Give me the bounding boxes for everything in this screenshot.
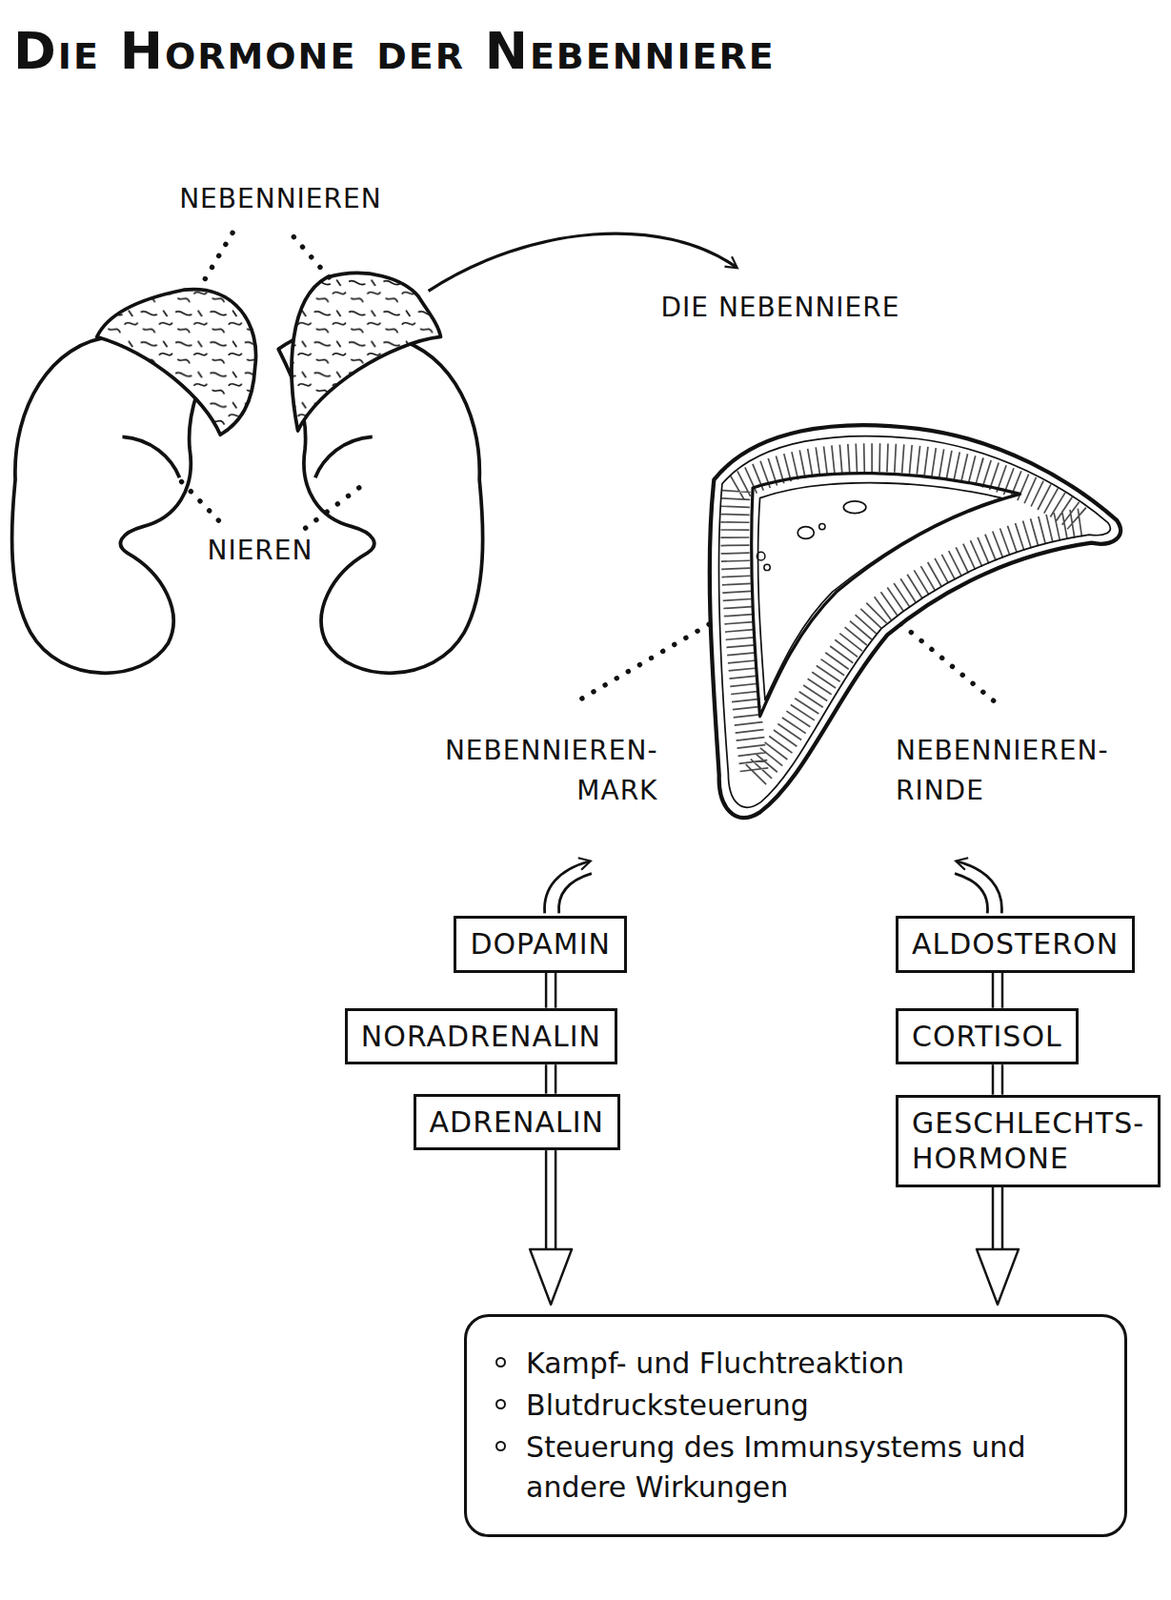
hormone-name: ALDOSTERON (911, 926, 1119, 963)
hormone-name: NORADRENALIN (361, 1018, 602, 1055)
part-label: NIEREN (173, 530, 347, 571)
hormone-name: DOPAMIN (469, 926, 611, 963)
hormone-name: CORTISOL (911, 1018, 1063, 1055)
hormone-name: GESCHLECHTS- HORMONE (911, 1105, 1145, 1177)
adrenal-texture (291, 273, 441, 431)
hormone-name: ADRENALIN (429, 1104, 605, 1141)
bullet-text: Blutdrucksteuerung (525, 1388, 809, 1422)
title: Die Hormone der Nebenniere (13, 20, 776, 81)
connector (992, 972, 1003, 1009)
bullet-item: Kampf- und Fluchtreaktion (493, 1343, 1098, 1384)
part-label: NEBENNIEREN- MARK (387, 730, 659, 811)
effects-box: Kampf- und FluchtreaktionBlutdrucksteuer… (464, 1313, 1128, 1537)
connector (529, 1150, 572, 1305)
connector (976, 1187, 1019, 1305)
adrenal-texture (97, 289, 257, 436)
hormone-box: CORTISOL (895, 1008, 1079, 1066)
hormone-box: NORADRENALIN (344, 1008, 618, 1066)
bullet-dot (495, 1398, 506, 1410)
zoom-arrow (428, 233, 737, 291)
bullet-item: Steuerung des Immunsystems und andere Wi… (493, 1427, 1098, 1508)
hormone-box: ADRENALIN (413, 1093, 621, 1151)
bullet-text: Steuerung des Immunsystems und andere Wi… (525, 1430, 1026, 1504)
part-label: NEBENNIEREN (153, 179, 409, 220)
hormone-box: ALDOSTERON (895, 915, 1135, 973)
connector (545, 1064, 556, 1093)
adrenal-gland (291, 273, 441, 431)
bullet-item: Blutdrucksteuerung (493, 1385, 1098, 1426)
bullet-text: Kampf- und Fluchtreaktion (525, 1346, 905, 1380)
part-label: NEBENNIEREN- RINDE (895, 730, 1167, 811)
hormone-box: DOPAMIN (453, 915, 627, 973)
connector (992, 1064, 1003, 1095)
label-arrow (544, 861, 1002, 914)
bullet-dot (495, 1440, 506, 1452)
adrenal-gland (97, 289, 257, 436)
part-label: DIE NEBENNIERE (652, 287, 909, 328)
bullet-dot (495, 1356, 506, 1368)
connector (545, 972, 556, 1009)
hormone-box: GESCHLECHTS- HORMONE (895, 1094, 1161, 1188)
